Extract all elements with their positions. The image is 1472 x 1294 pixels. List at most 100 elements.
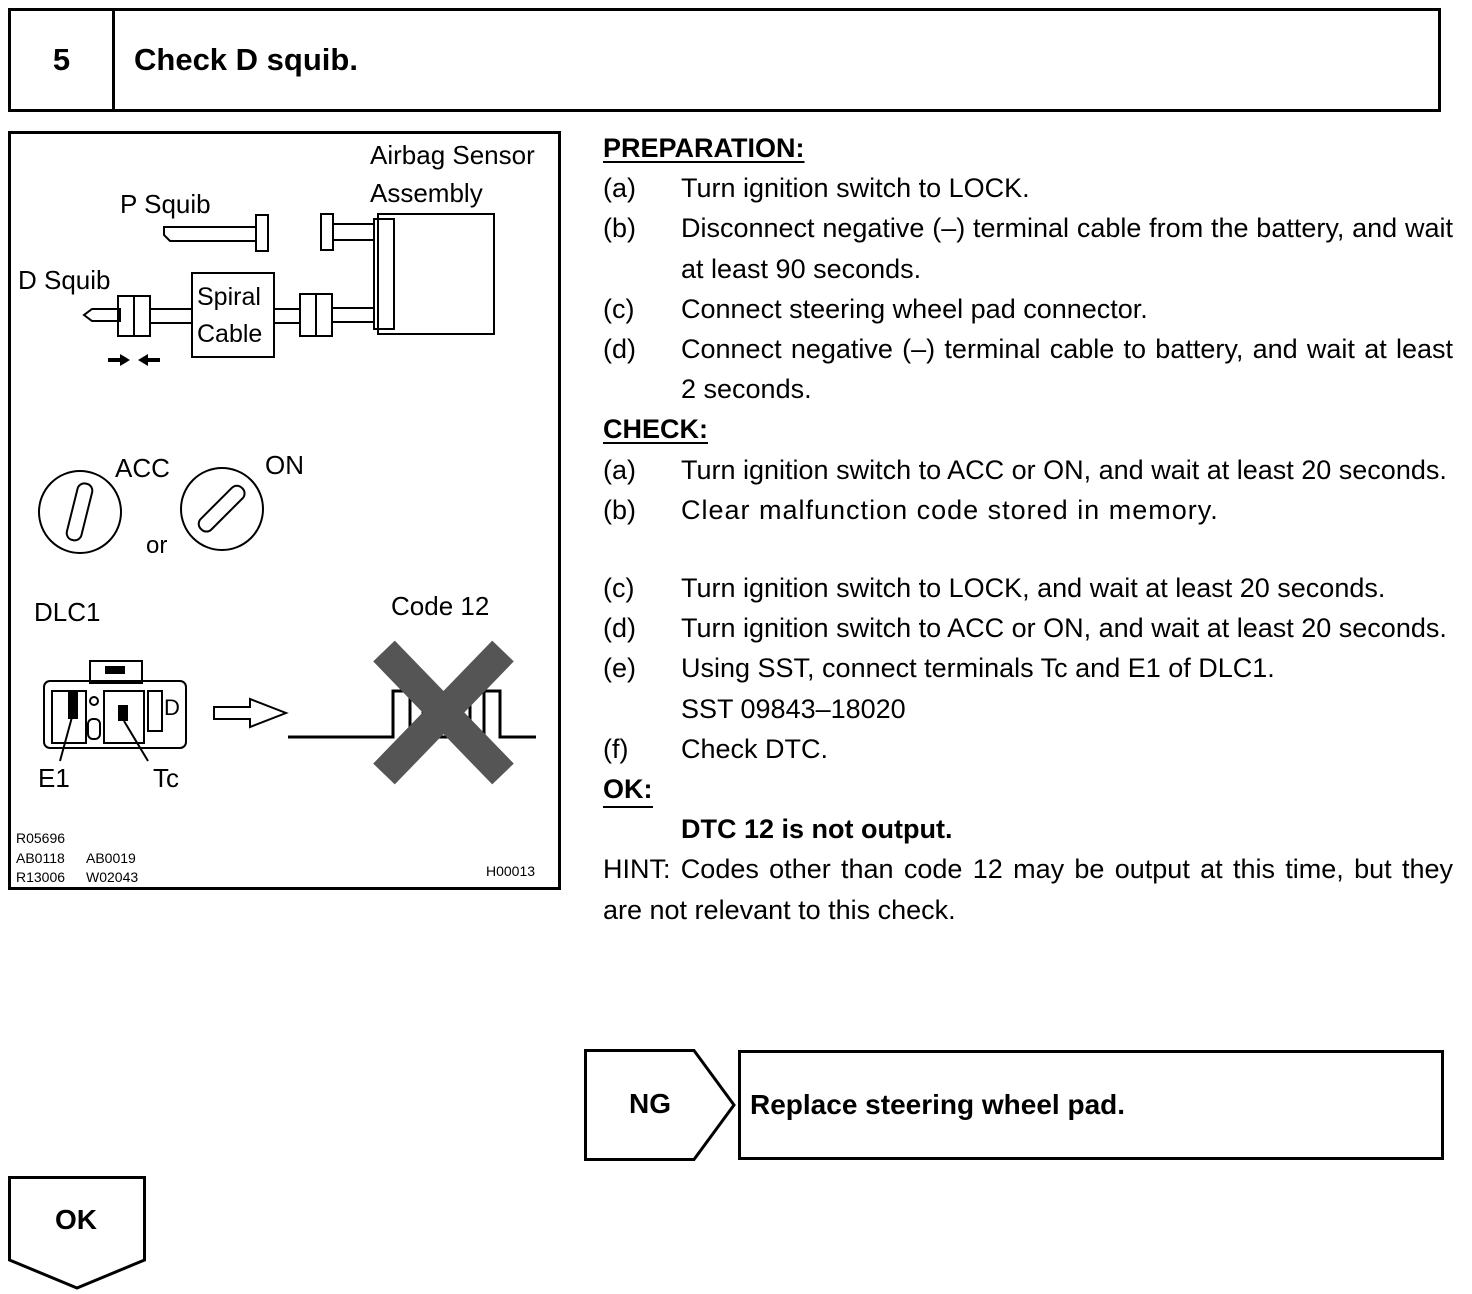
step-letter: (a) [603,173,636,204]
ng-action: Replace steering wheel pad. [738,1050,1444,1160]
header-divider [112,8,115,112]
p-connector-a [320,213,334,251]
dlc1-latch-mark [105,666,125,674]
e1-leader [59,716,73,762]
preparation-heading: PREPARATION: [603,133,805,163]
step-text: Connect steering wheel pad connector. [681,293,1148,324]
step-text: Clear malfunction code stored in memory. [681,494,1219,525]
step-text: Turn ignition switch to ACC or ON, and w… [681,613,1447,644]
check-step: (e) Using SST, connect terminals Tc and … [603,648,1453,688]
dlc1-pin-slot [87,718,101,740]
step-letter: (b) [603,213,636,244]
arrow-left-icon [138,354,160,366]
acc-label: ACC [115,453,170,483]
on-label: ON [265,450,304,480]
spiral-connector-b [315,293,333,337]
step-text: Disconnect negative (–) terminal cable f… [681,213,1453,284]
output-arrow-icon [213,697,289,729]
ref-code-1: R05696 [16,830,65,846]
step-title: Check D squib. [134,42,358,77]
p-squib-label: P Squib [120,189,211,219]
prep-step: (c) Connect steering wheel pad connector… [603,289,1453,329]
ref-code-2: AB0118 [16,850,65,866]
d-wire [149,308,193,324]
code-12-label: Code 12 [391,591,489,621]
d-connector-b [133,295,151,337]
tc-terminal [118,705,128,721]
step-letter: (c) [603,293,635,324]
ref-code-5: W02043 [86,869,138,885]
p-connector-b [332,223,375,241]
p-squib-wire [163,226,257,242]
cross-stroke-2 [373,640,514,785]
d-squib-label: D Squib [18,265,111,295]
check-step: (c) Turn ignition switch to LOCK, and wa… [603,568,1453,608]
prep-step: (a) Turn ignition switch to LOCK. [603,168,1453,208]
dlc1-d-glyph: D [164,695,180,720]
on-key-slot [197,484,246,533]
d-squib-tip [82,308,121,322]
airbag-sensor-assembly [377,213,495,335]
step-text: Using SST, connect terminals Tc and E1 o… [681,653,1275,684]
arrow-right-icon [108,354,130,366]
procedure: PREPARATION: (a) Turn ignition switch to… [603,128,1453,930]
ng-label: NG [629,1088,671,1119]
step-text: Connect negative (–) terminal cable to b… [681,334,1453,405]
dlc1-terminal-extra [147,690,163,732]
dlc1-terminal-group-right [103,690,145,744]
step-text: Turn ignition switch to LOCK, and wait a… [681,573,1386,604]
ok-result: DTC 12 is not output. [681,814,953,845]
e1-terminal [68,691,78,719]
prep-step: (b) Disconnect negative (–) terminal cab… [603,208,1453,288]
diagram-figure: Airbag Sensor Assembly P Squib D Squib S… [8,131,561,890]
step-number: 5 [52,42,71,77]
step-letter: (b) [603,494,636,525]
figure-border [8,131,561,890]
ref-code-4: R13006 [16,869,65,885]
airbag-sensor-label-1: Airbag Sensor [370,140,535,170]
tc-leader [123,720,149,762]
step-letter: (d) [603,334,636,365]
sensor-wire [331,307,375,323]
step-text: Check DTC. [681,733,829,764]
ok-result-label: OK [55,1204,97,1235]
or-label: or [146,532,167,559]
ok-heading: OK: [603,769,1453,809]
check-step: (a) Turn ignition switch to ACC or ON, a… [603,450,1453,490]
spacer [603,530,1453,568]
check-step: (f) Check DTC. [603,729,1453,769]
spiral-wire [273,308,301,324]
airbag-sensor-label-2: Assembly [370,178,483,208]
ng-pointer-shape [584,1049,736,1161]
dlc1-latch [89,660,143,684]
dlc1-label: DLC1 [34,597,100,627]
check-step: (d) Turn ignition switch to ACC or ON, a… [603,608,1453,648]
step-text: Turn ignition switch to LOCK. [681,173,1030,204]
acc-switch-icon [38,470,122,554]
ok-heading-text: OK: [603,772,653,809]
p-squib-plug [255,214,269,252]
step-letter: (e) [603,653,636,684]
sst-number: SST 09843–18020 [681,693,906,724]
prep-step: (d) Connect negative (–) terminal cable … [603,329,1453,409]
ok-pointer-shape [8,1176,146,1290]
acc-key-slot [65,482,94,542]
step-letter: (c) [603,573,635,604]
check-step: (b) Clear malfunction code stored in mem… [603,490,1453,530]
dlc1-connector [43,680,187,749]
e1-label: E1 [38,763,70,793]
figure-id: H00013 [486,863,535,879]
sensor-connector [373,218,395,330]
step-header-box [8,8,1441,112]
step-letter: (a) [603,454,636,485]
hint-text: HINT: Codes other than code 12 may be ou… [603,854,1453,925]
spiral-connector-a [299,293,317,337]
check-heading: CHECK: [603,414,708,445]
step-text: Turn ignition switch to ACC or ON, and w… [681,454,1447,485]
dlc1-pin [89,696,99,706]
on-switch-icon [180,467,264,551]
tc-label: Tc [153,763,179,793]
ref-code-3: AB0019 [86,850,136,866]
step-letter: (d) [603,613,636,644]
spiral-label-2: Cable [197,320,262,348]
